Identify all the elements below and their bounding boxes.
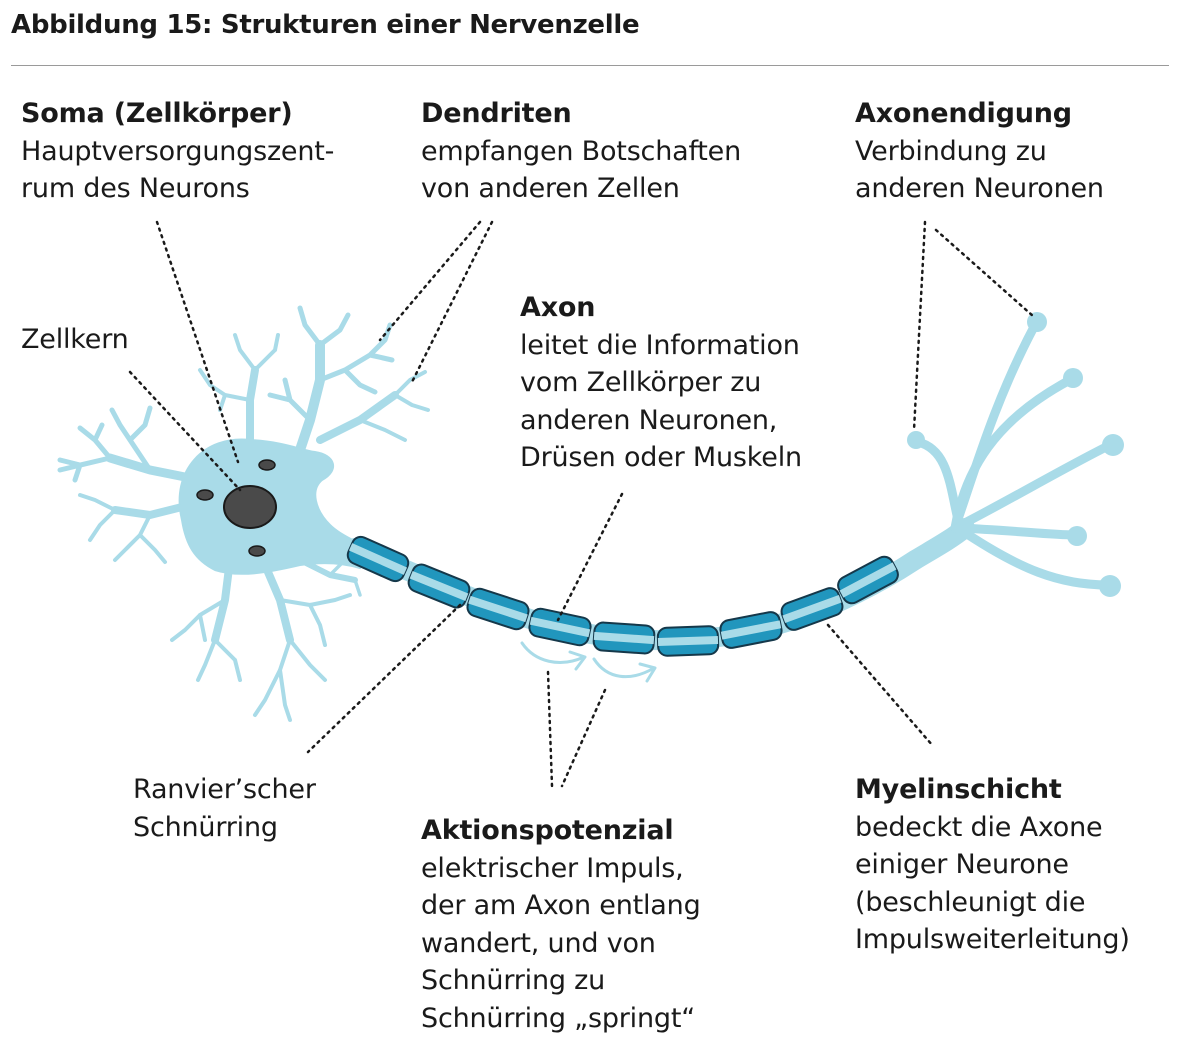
impulse-arrows <box>520 641 657 683</box>
myelin-segment <box>528 607 592 647</box>
leader-terminal-1 <box>912 220 927 432</box>
leader-action-1 <box>546 670 554 788</box>
dendrite-top-right-branch <box>358 370 430 442</box>
terminal-branch <box>950 440 1115 533</box>
label-axon-text: leitet die Information vom Zellkörper zu… <box>520 329 802 474</box>
leader-ranvier <box>306 603 462 754</box>
label-dendrites: Dendriten empfangen Botschaften von ande… <box>421 95 741 208</box>
label-ranvier: Ranvier’scher Schnürring <box>133 771 316 846</box>
impulse-arrowhead <box>638 662 657 683</box>
dendrites <box>57 305 430 722</box>
impulse-arrow <box>592 657 656 679</box>
leader-action-2 <box>560 688 607 788</box>
dendrite-left-upper-branch <box>57 405 153 483</box>
label-axon-heading: Axon <box>520 292 596 323</box>
leader-dendrites-1 <box>378 220 482 342</box>
mitochondria <box>196 459 276 557</box>
dendrite-bottom-right-branch <box>253 593 352 722</box>
label-terminal: Axonendigung Verbindung zu anderen Neuro… <box>855 95 1104 208</box>
synaptic-knob <box>1063 368 1083 388</box>
label-ranvier-text: Ranvier’scher Schnürring <box>133 774 316 843</box>
label-action-potential-heading: Aktionspotenzial <box>421 815 674 846</box>
label-dendrites-text: empfangen Botschaften von anderen Zellen <box>421 135 741 205</box>
mitochondrion <box>248 545 266 557</box>
dendrite-top-right <box>316 391 399 444</box>
myelin-segment <box>780 587 844 631</box>
label-nucleus: Zellkern <box>21 321 129 359</box>
axon-terminals <box>913 320 1115 590</box>
label-terminal-heading: Axonendigung <box>855 98 1072 129</box>
terminal-branch <box>953 523 1113 590</box>
myelin-segment <box>592 621 656 655</box>
leader-nucleus <box>128 370 242 492</box>
leader-myelin <box>826 623 935 748</box>
dendrite-top-main-branch <box>267 305 395 423</box>
figure-title: Abbildung 15: Strukturen einer Nervenzel… <box>11 10 640 40</box>
label-dendrites-heading: Dendriten <box>421 98 572 129</box>
synaptic-knob <box>1102 434 1124 456</box>
leader-dendrites-2 <box>410 220 494 384</box>
label-soma-heading: Soma (Zellkörper) <box>21 98 293 129</box>
label-myelin-heading: Myelinschicht <box>855 774 1062 805</box>
label-action-potential-text: elektrischer Impuls, der am Axon entlang… <box>421 852 701 1034</box>
label-axon: Axon leitet die Information vom Zellkörp… <box>520 289 802 477</box>
leader-axon <box>556 492 624 622</box>
label-terminal-text: Verbindung zu anderen Neuronen <box>855 135 1104 205</box>
synaptic-knob <box>1027 312 1047 332</box>
dendrite-top-left <box>246 366 259 444</box>
title-divider <box>11 65 1169 66</box>
synaptic-knob <box>1067 526 1087 546</box>
dendrite-bottom-left-branch <box>170 598 242 682</box>
label-soma: Soma (Zellkörper) Hauptversorgungszent- … <box>21 95 334 208</box>
mitochondrion <box>196 489 214 501</box>
terminal-branch <box>913 437 965 533</box>
impulse-arrow <box>520 641 586 664</box>
leader-terminal-2 <box>934 228 1035 318</box>
myelin-segment <box>346 535 410 583</box>
mitochondrion <box>258 459 276 471</box>
myelin-segment <box>656 625 720 657</box>
impulse-arrowhead <box>568 650 587 671</box>
leader-soma <box>155 220 240 464</box>
leader-lines <box>128 220 1035 788</box>
label-action-potential: Aktionspotenzial elektrischer Impuls, de… <box>421 812 701 1037</box>
myelin-segment <box>407 563 471 609</box>
myelin-segment <box>466 587 530 631</box>
synaptic-knobs <box>907 312 1124 597</box>
synaptic-knob <box>1099 575 1121 597</box>
label-myelin-text: bedeckt die Axone einiger Neurone (besch… <box>855 811 1130 956</box>
neuron <box>57 305 975 722</box>
nucleus <box>223 485 277 529</box>
label-nucleus-text: Zellkern <box>21 324 129 355</box>
myelin-segment <box>719 611 783 649</box>
myelin-segment <box>837 555 899 605</box>
dendrite-left-mid <box>111 501 194 519</box>
label-soma-text: Hauptversorgungszent- rum des Neurons <box>21 135 335 205</box>
dendrite-top-left-branch <box>198 333 280 412</box>
label-myelin: Myelinschicht bedeckt die Axone einiger … <box>855 771 1130 959</box>
dendrite-left-mid-branch <box>78 493 167 564</box>
myelin-sheath <box>346 535 899 657</box>
synaptic-knob <box>907 431 925 449</box>
terminal-branch <box>953 523 1080 540</box>
terminal-branch <box>950 375 1075 533</box>
dendrite-top-main <box>295 340 325 455</box>
